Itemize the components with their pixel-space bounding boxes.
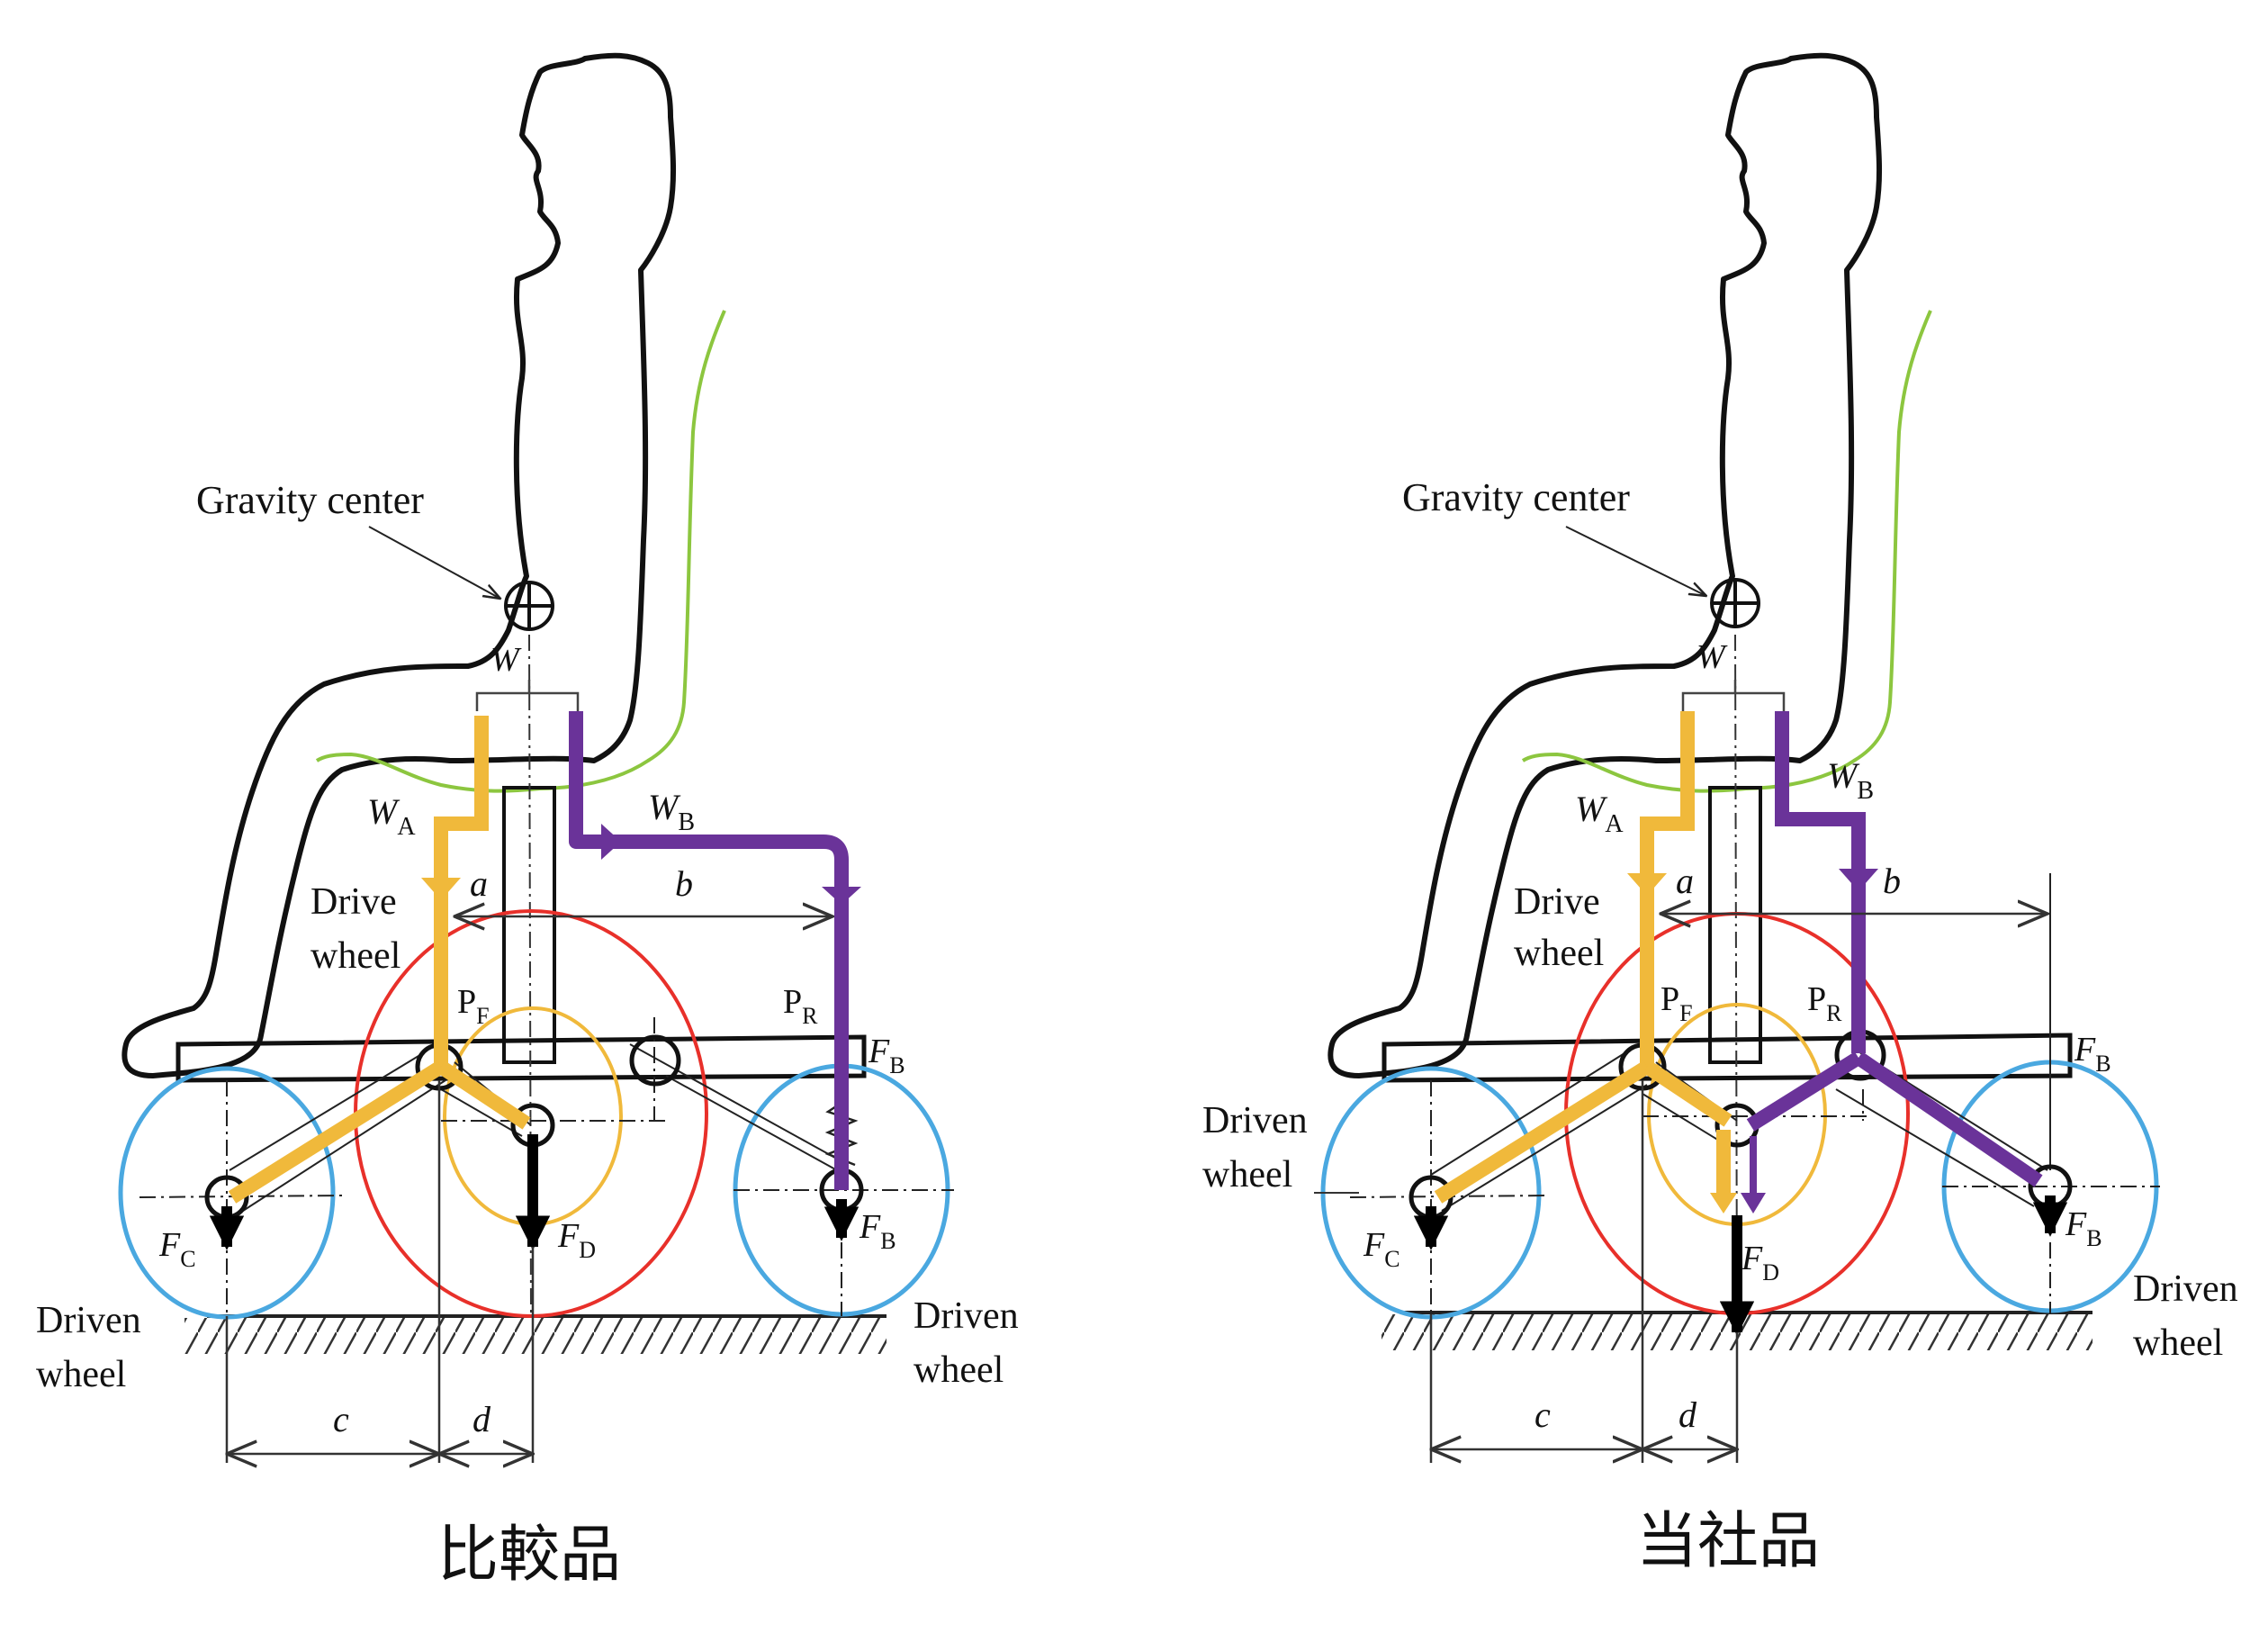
gravity-pointer [1565,526,1706,596]
label-fc: FC [158,1226,196,1272]
w-bracket [475,680,580,711]
caption-ours: 当社品 [1636,1506,1820,1577]
ground [184,1314,886,1354]
load-arrow-front [421,878,461,900]
label-wb: WB [648,787,695,836]
label-b: b [1883,861,1901,901]
label-driven-right-1: Driven [2133,1268,2238,1310]
label-driven-right-2: wheel [2133,1322,2223,1364]
backrest-outline [1521,310,1932,793]
label-b: b [675,863,693,904]
load-arrow-front-caster [1710,1193,1737,1213]
label-fb: FB [859,1208,896,1254]
label-pr: PR [783,983,818,1029]
load-arrow-rear-caster [1741,1193,1766,1213]
label-c: c [1534,1394,1551,1435]
label-wa: WA [1575,789,1624,838]
label-w: W [490,641,522,679]
label-fb: FB [2065,1205,2102,1251]
load-arrow-front [1627,873,1667,896]
person-outline [1328,52,1883,1078]
label-drive-wheel-1: Drive [1514,881,1600,923]
caption-comparison: 比較品 [437,1520,621,1591]
label-gravity-center: Gravity center [196,478,424,522]
load-arrow-rear-caster-stem [1750,1136,1757,1193]
load-path-rear [1746,711,2043,1187]
label-driven-left-1: Driven [1202,1100,1308,1141]
person-outline [122,52,677,1078]
frame-bar [176,1034,867,1083]
label-w: W [1696,638,1728,676]
label-d: d [1678,1394,1697,1435]
gravity-center-icon [504,581,554,631]
gravity-centerline [1734,634,1738,1315]
panel-comparison: Gravity center W WA WB a b Drive wheel P… [36,52,1019,1591]
label-drive-wheel-2: wheel [310,935,400,977]
dimensions [227,916,832,1463]
pivot-rear [629,1034,681,1087]
load-path-rear [569,711,849,1190]
frame-bar [1382,1033,2073,1083]
backrest-outline [315,310,726,793]
label-driven-left-1: Driven [36,1300,141,1341]
label-d: d [472,1399,491,1439]
label-pf: PF [1660,980,1693,1026]
label-pf: PF [457,983,490,1029]
label-fd: FD [557,1217,596,1263]
label-wb: WB [1827,755,1874,805]
load-arrow-rear-v [822,887,861,905]
label-driven-right-2: wheel [914,1349,1004,1391]
gravity-pointer [368,526,500,599]
label-drive-wheel-1: Drive [310,881,397,923]
force-arrows [209,1134,860,1250]
label-wa: WA [367,791,416,841]
label-pr: PR [1807,980,1842,1026]
load-arrow-rear-h [601,824,621,860]
load-path-front [228,716,531,1204]
label-fc: FC [1363,1226,1400,1272]
label-driven-left-2: wheel [1202,1154,1292,1195]
label-a: a [1676,861,1694,901]
label-driven-left-2: wheel [36,1354,126,1395]
label-drive-wheel-2: wheel [1514,933,1604,974]
label-fb-top: FB [868,1033,905,1078]
load-path-front [1434,711,1732,1204]
dimensions [1431,914,2048,1463]
label-fd: FD [1741,1240,1779,1286]
w-bracket [1681,680,1786,711]
label-a: a [470,863,488,904]
label-gravity-center: Gravity center [1402,475,1630,519]
panel-ours: Gravity center W WA WB a b Drive wheel P… [1202,52,2238,1577]
label-driven-right-1: Driven [914,1295,1019,1337]
label-fb-top: FB [2074,1031,2111,1077]
label-c: c [333,1399,349,1439]
force-arrows [1413,1195,2068,1336]
gravity-center-icon [1710,578,1760,628]
load-arrow-rear [1839,869,1878,891]
suspension-spring [824,1101,859,1167]
